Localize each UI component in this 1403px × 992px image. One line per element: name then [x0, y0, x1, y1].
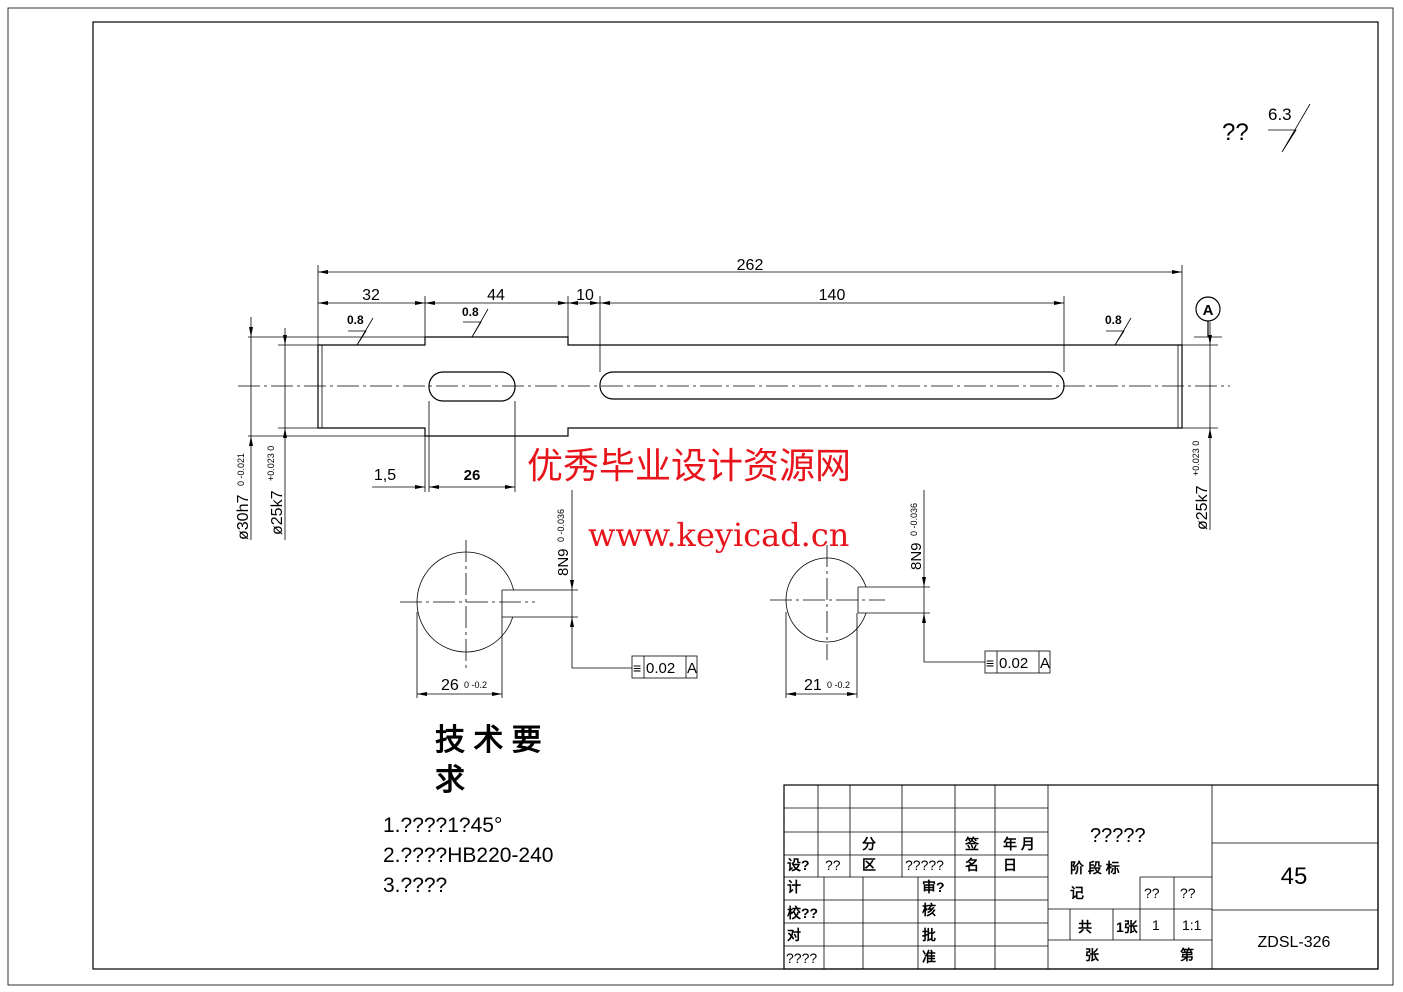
keyway-1 — [428, 371, 516, 402]
material: 45 — [1281, 863, 1308, 890]
keyway-width-dim: 8N9 — [908, 542, 925, 570]
tb-cell: 阶 段 标 — [1070, 860, 1120, 876]
section-view-2: 8N9 0 -0.036 21 0 -0.2 ≡ 0.02 A — [770, 490, 1051, 698]
tb-cell: 日 — [1003, 857, 1017, 873]
symmetry-icon: ≡ — [986, 655, 994, 671]
tech-req-title: 技 术 要 — [435, 724, 542, 757]
tb-cell: 1张 — [1116, 919, 1139, 935]
roughness-symbol-icon — [348, 317, 374, 346]
tb-cell: ?? — [1180, 885, 1196, 901]
tolerance-datum: A — [1040, 655, 1050, 672]
part-name: ????? — [1090, 825, 1146, 847]
tolerance-datum: A — [687, 660, 697, 677]
dim-dia30: ø30h7 — [235, 495, 252, 540]
section-depth-tol: 0 -0.2 — [464, 680, 487, 690]
tb-cell: 批 — [922, 927, 936, 943]
tb-cell: 审? — [922, 879, 945, 895]
keyway-width-dim: 8N9 — [555, 548, 572, 576]
dim-dia30-tol: 0 -0.021 — [236, 453, 246, 486]
dim-dia25-left-tol: +0.023 0 — [266, 446, 276, 481]
dim-overall-length: 262 — [737, 257, 764, 274]
keyway-width-tol: 0 -0.036 — [909, 503, 919, 536]
roughness-value: 0.8 — [347, 313, 364, 327]
datum-a: A — [1194, 296, 1222, 338]
roughness-mark: 0.8 — [1105, 313, 1132, 346]
general-roughness: ?? 6.3 — [1222, 103, 1311, 153]
tb-cell: 1:1 — [1182, 917, 1202, 933]
section-depth-dim: 21 — [804, 677, 822, 694]
tb-cell: 区 — [862, 857, 876, 873]
section-depth-dim: 26 — [441, 677, 459, 694]
dim-44: 44 — [487, 287, 505, 304]
roughness-value: 0.8 — [1105, 313, 1122, 327]
dim-dia25-right: ø25k7 — [1194, 485, 1211, 530]
title-block: 分 区 签 名 年 月 日 设? 计 校?? 对 审? 核 批 准 阶 段 标 … — [783, 784, 1379, 970]
drawing-frame — [92, 21, 1379, 970]
tb-cell: 记 — [1070, 885, 1084, 901]
section-view-1: 8N9 0 -0.036 26 0 -0.2 ≡ 0.02 A — [400, 490, 698, 698]
dim-26: 26 — [464, 467, 481, 484]
roughness-symbol-icon — [1268, 103, 1311, 153]
dim-140: 140 — [819, 287, 846, 304]
section-depth-tol: 0 -0.2 — [827, 680, 850, 690]
technical-requirements: 技 术 要 求 1.????1?45° 2.????HB220-240 3.??… — [383, 724, 553, 897]
tb-cell: 第 — [1180, 947, 1194, 963]
symmetry-tolerance-frame: ≡ 0.02 A — [984, 650, 1051, 674]
outer-border — [7, 7, 1394, 986]
tb-cell: ?? — [1144, 885, 1160, 901]
dim-1-5: 1,5 — [374, 467, 396, 484]
symmetry-icon: ≡ — [633, 660, 641, 676]
tb-cell: 设? — [787, 857, 810, 873]
tech-req-item: 3.???? — [383, 874, 447, 897]
tb-cell: 校?? — [787, 905, 818, 921]
tolerance-value: 0.02 — [646, 660, 675, 677]
roughness-value: 0.8 — [462, 305, 479, 319]
tb-cell: ???? — [786, 950, 817, 966]
dim-10: 10 — [576, 287, 594, 304]
drawing-number: ZDSL-326 — [1258, 934, 1331, 951]
tech-req-title-2: 求 — [435, 764, 465, 797]
roughness-label: ?? — [1222, 119, 1249, 146]
dim-dia25-right-tol: +0.023 0 — [1191, 441, 1201, 476]
tb-cell: 张 — [1085, 947, 1100, 963]
tb-cell: 计 — [787, 879, 801, 895]
tb-cell: 1 — [1152, 917, 1160, 933]
watermark-title: 优秀毕业设计资源网 — [527, 446, 851, 487]
tb-cell: 核 — [922, 902, 936, 918]
roughness-symbol-icon — [463, 308, 489, 338]
tech-req-item: 2.????HB220-240 — [383, 844, 553, 867]
roughness-symbol-icon — [1106, 317, 1132, 346]
tb-cell: 年 月 — [1003, 836, 1035, 852]
tb-cell: 对 — [787, 927, 801, 943]
roughness-value: 6.3 — [1268, 105, 1292, 124]
roughness-mark: 0.8 — [347, 313, 374, 346]
keyway-2 — [599, 371, 1065, 400]
shaft-main-view: 262 32 44 10 140 1,5 26 ø30h7 0 -0.021 ø… — [235, 257, 1230, 540]
tb-cell: ?? — [825, 857, 841, 873]
tb-cell: ????? — [905, 857, 944, 873]
dim-32: 32 — [362, 287, 380, 304]
dim-dia25-left: ø25k7 — [269, 490, 286, 535]
watermark-url: www.keyicad.cn — [588, 516, 849, 554]
tb-cell: 名 — [965, 857, 979, 873]
symmetry-tolerance-frame: ≡ 0.02 A — [631, 655, 698, 679]
tb-cell: 分 — [862, 836, 876, 852]
tb-cell: 共 — [1078, 919, 1092, 935]
keyway-width-tol: 0 -0.036 — [556, 509, 566, 542]
datum-label: A — [1203, 302, 1214, 319]
tech-req-item: 1.????1?45° — [383, 814, 502, 837]
tb-cell: 签 — [964, 836, 980, 852]
tb-cell: 准 — [922, 949, 936, 965]
roughness-mark: 0.8 — [462, 305, 489, 338]
tolerance-value: 0.02 — [999, 655, 1028, 672]
shaft-outline — [317, 336, 1183, 437]
